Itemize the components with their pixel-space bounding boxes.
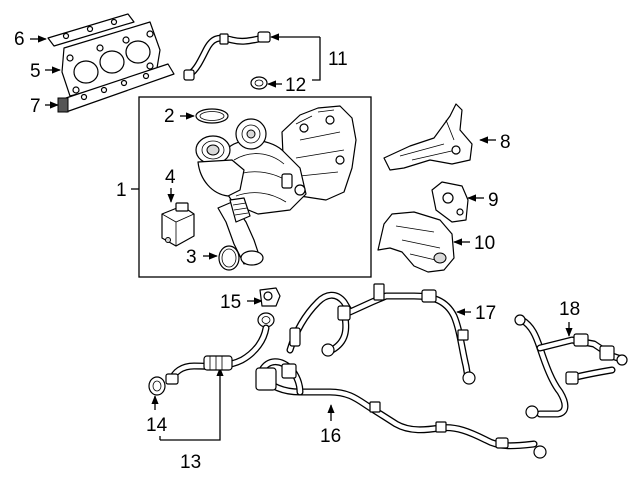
callout-12: 12 [285,75,306,96]
callout-7: 7 [30,96,41,117]
leader-lines [30,33,573,441]
callout-14: 14 [146,415,168,436]
washer-part-12 [250,76,268,90]
pressure-sensor-part-4 [161,202,195,247]
heat-shield-strip-part-6 [47,13,135,47]
callout-15: 15 [220,292,241,313]
coolant-line-part-17 [286,283,476,385]
callout-5: 5 [30,61,41,82]
callout-16: 16 [320,426,341,447]
callout-13: 13 [180,452,201,473]
heat-shield-part-8 [383,103,473,171]
heat-shield-part-10 [377,211,455,273]
gasket-part-15 [259,287,281,307]
callout-17: 17 [475,303,496,324]
washer-part-14 [148,376,166,396]
callout-9: 9 [488,190,499,211]
callout-10: 10 [474,233,495,254]
callout-11: 11 [328,49,348,70]
callout-1: 1 [116,180,127,201]
turbocharger-assembly [195,105,357,266]
oil-feed-line-part-11 [183,31,271,81]
turbocharger-group-box [138,96,372,278]
callout-18: 18 [559,299,580,320]
retainer-strip-part-7 [57,63,175,113]
callout-4: 4 [165,167,176,188]
callout-2: 2 [164,106,175,127]
oil-return-line-part-13 [165,312,275,385]
coolant-line-part-16 [255,358,547,459]
line-assembly-part-18 [514,314,628,419]
callout-3: 3 [186,247,197,268]
callout-6: 6 [14,29,25,50]
bracket-part-9 [431,181,469,223]
callout-8: 8 [500,132,511,153]
